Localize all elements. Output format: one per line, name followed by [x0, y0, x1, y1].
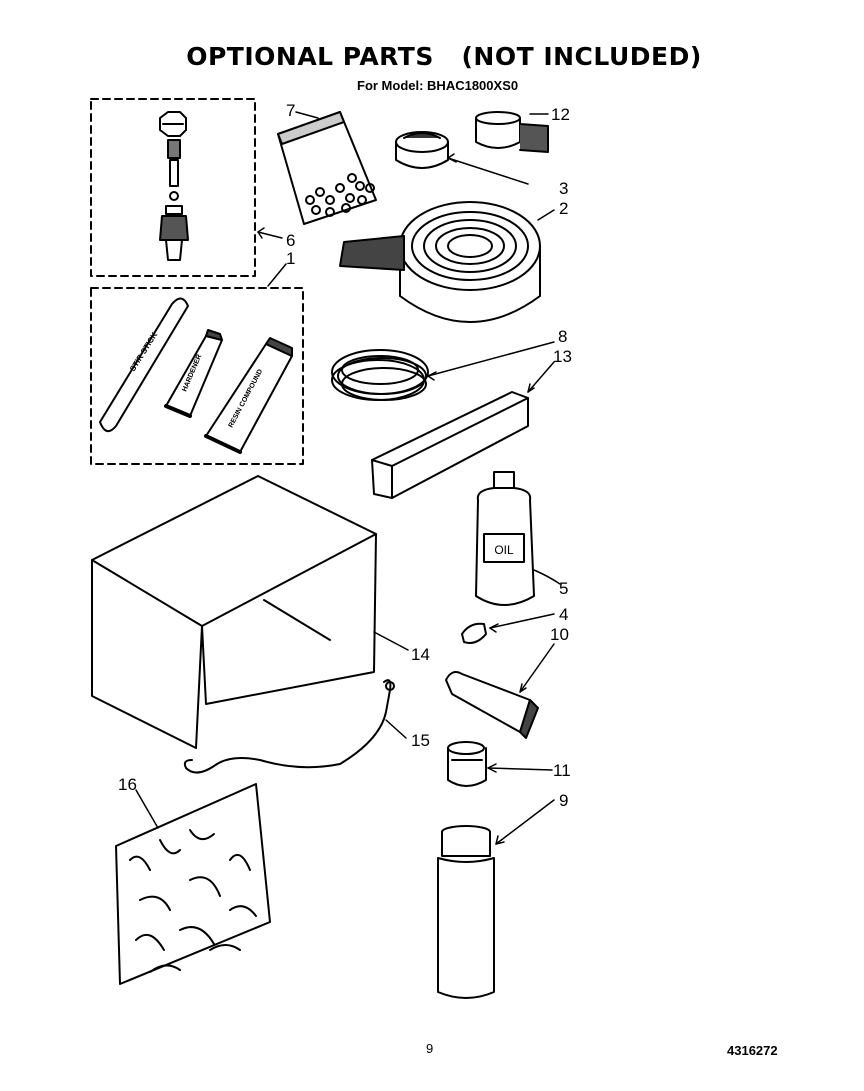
wire-coil-part-8 — [331, 349, 429, 401]
callout-1: 1 — [286, 249, 295, 268]
part-1-box — [90, 287, 304, 465]
callout-12: 12 — [551, 105, 570, 124]
callout-7: 7 — [286, 101, 295, 120]
callout-10: 10 — [550, 625, 569, 644]
unit-cover-part-14 — [91, 475, 377, 749]
tape-roll-part-12 — [475, 111, 549, 153]
page-number: 9 — [426, 1041, 434, 1056]
callout-6: 6 — [286, 231, 295, 250]
tube-small: HARDENER — [164, 329, 223, 418]
oil-label: OIL — [494, 543, 514, 557]
callout-15: 15 — [411, 731, 430, 750]
callout-14: 14 — [411, 645, 430, 664]
callout-8: 8 — [558, 327, 567, 346]
document-number: 4316272 — [727, 1043, 778, 1058]
large-foam-roll-part-2 — [339, 201, 541, 323]
callout-2: 2 — [559, 199, 568, 218]
spray-can-part-9 — [437, 825, 495, 999]
can-part-11 — [447, 741, 487, 787]
callout-labels: 7 12 3 2 6 1 8 13 5 4 10 14 15 11 9 16 — [118, 101, 572, 810]
plug-part-4 — [461, 622, 487, 644]
callout-16: 16 — [118, 775, 137, 794]
filter-part-16 — [115, 783, 271, 985]
callout-9: 9 — [559, 791, 568, 810]
foam-block-part-13 — [371, 391, 529, 499]
leader-lines — [135, 111, 561, 845]
part-6-box — [90, 98, 256, 277]
page-title: OPTIONAL PARTS (NOT INCLUDED) — [186, 42, 702, 71]
callout-4: 4 — [559, 605, 568, 624]
tube-large: RESIN COMPOUND — [204, 337, 293, 454]
tube-part-10 — [445, 671, 539, 739]
foam-tape-roll-part-3 — [395, 131, 449, 169]
valve-assembly-part-6 — [159, 111, 189, 261]
callout-11: 11 — [553, 761, 571, 780]
model-subtitle: For Model: BHAC1800XS0 — [357, 78, 519, 93]
callout-13: 13 — [553, 347, 572, 366]
bag-of-orings-part-7 — [277, 111, 377, 225]
cord-part-15 — [183, 679, 395, 774]
callout-3: 3 — [559, 179, 568, 198]
callout-5: 5 — [559, 579, 568, 598]
oil-bottle-part-5: OIL — [475, 471, 535, 606]
